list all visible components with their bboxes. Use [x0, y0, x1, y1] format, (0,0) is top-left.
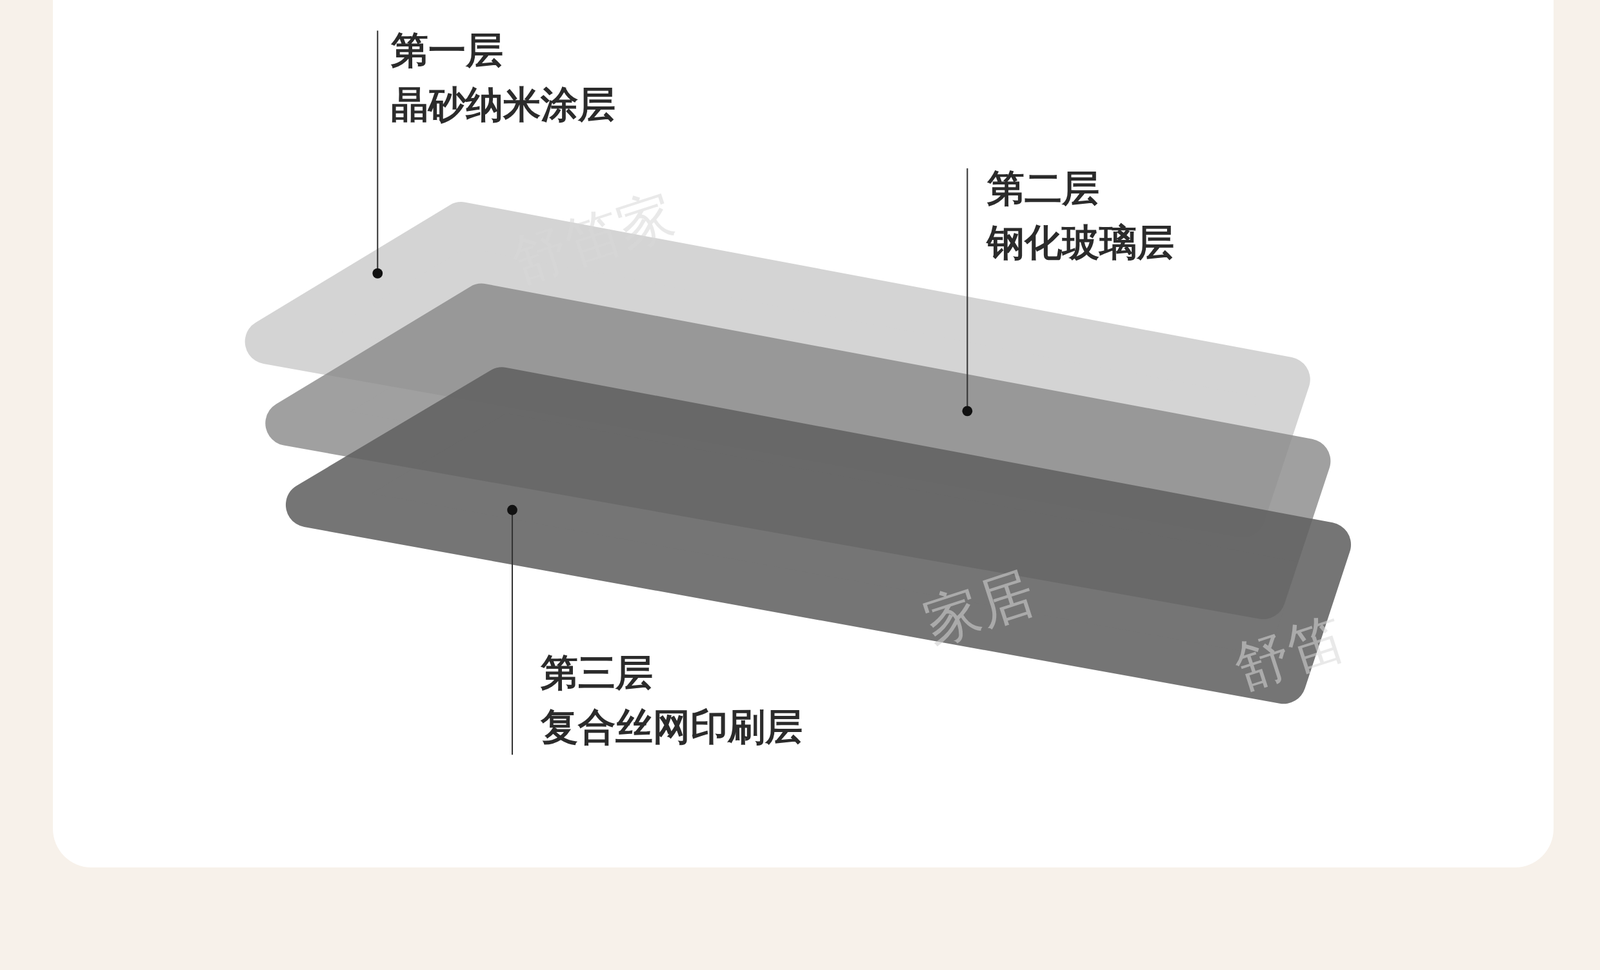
leader-line	[966, 168, 968, 411]
layer-title: 第二层	[987, 166, 1100, 212]
leader-line	[376, 30, 379, 273]
layer-three	[308, 389, 1329, 682]
layer-name: 复合丝网印刷层	[540, 705, 803, 751]
layer-name: 钢化玻璃层	[987, 220, 1175, 266]
leader-dot	[507, 505, 518, 516]
layer-title: 第三层	[540, 650, 653, 697]
leader-line	[511, 510, 513, 756]
leader-dot	[372, 268, 383, 279]
layer-name: 晶砂纳米涂层	[390, 82, 616, 128]
leader-dot	[961, 405, 973, 417]
layer-title: 第一层	[390, 28, 504, 74]
